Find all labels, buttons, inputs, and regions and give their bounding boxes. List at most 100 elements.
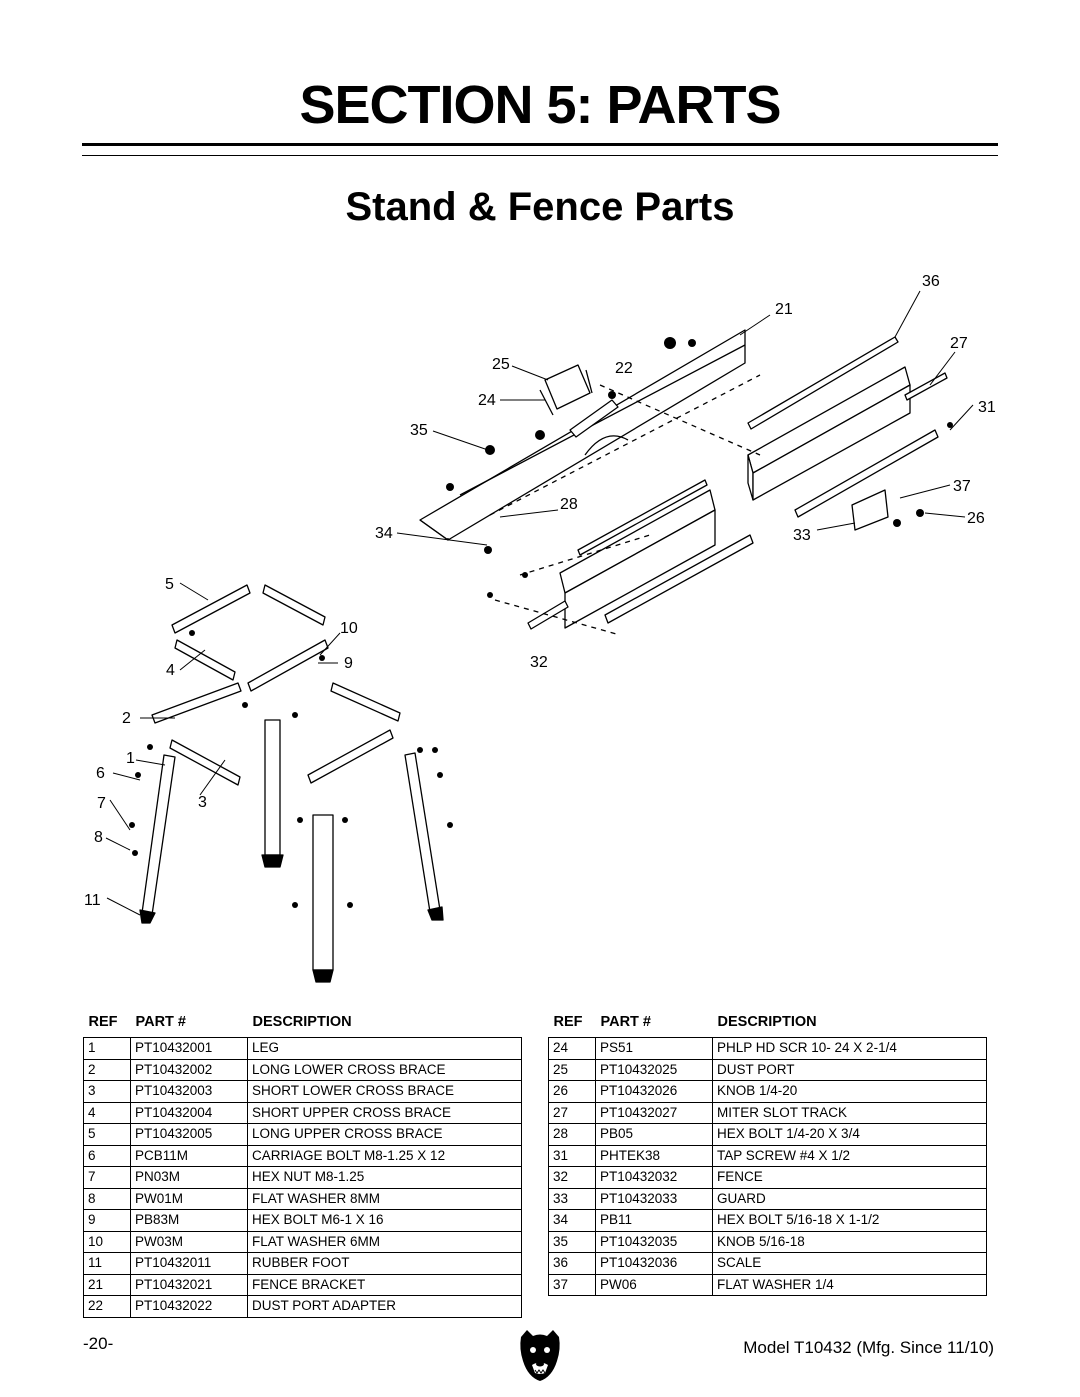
cell-part-number: PT10432022 (130, 1295, 248, 1318)
cell-part-number: PW03M (130, 1230, 248, 1253)
cell-description: LONG LOWER CROSS BRACE (247, 1058, 522, 1081)
cell-ref: 11 (83, 1252, 131, 1275)
cell-part-number: PHTEK38 (595, 1144, 713, 1167)
callout-label: 8 (94, 829, 103, 846)
cell-description: HEX BOLT 5/16-18 X 1-1/2 (712, 1209, 987, 1232)
cell-description: FLAT WASHER 8MM (247, 1187, 522, 1210)
cell-part-number: PT10432033 (595, 1187, 713, 1210)
cell-description: SHORT LOWER CROSS BRACE (247, 1080, 522, 1103)
cell-part-number: PB83M (130, 1209, 248, 1232)
col-header-description: DESCRIPTION (717, 1014, 817, 1030)
dust-port-drawing (539, 364, 593, 416)
cell-description: SCALE (712, 1252, 987, 1275)
cell-ref: 1 (83, 1037, 131, 1060)
callout-label: 35 (410, 422, 428, 439)
callout-label: 37 (953, 478, 971, 495)
cell-description: LEG (247, 1037, 522, 1060)
cell-ref: 6 (83, 1144, 131, 1167)
cell-ref: 35 (548, 1230, 596, 1253)
cell-ref: 25 (548, 1058, 596, 1081)
cell-ref: 26 (548, 1080, 596, 1103)
cell-description: CARRIAGE BOLT M8-1.25 X 12 (247, 1144, 522, 1167)
dust-port-adapter-drawing (569, 399, 619, 438)
cell-ref: 10 (83, 1230, 131, 1253)
cell-part-number: PT10432004 (130, 1101, 248, 1124)
callout-label: 28 (560, 496, 578, 513)
cell-part-number: PS51 (595, 1037, 713, 1060)
cell-ref: 37 (548, 1273, 596, 1296)
guard-drawing (851, 489, 889, 531)
page-number: -20- (83, 1334, 114, 1353)
cell-part-number: PT10432001 (130, 1037, 248, 1060)
callout-label: 11 (84, 892, 101, 909)
cell-description: RUBBER FOOT (247, 1252, 522, 1275)
cell-ref: 32 (548, 1166, 596, 1189)
cell-description: DUST PORT (712, 1058, 987, 1081)
cell-description: FLAT WASHER 1/4 (712, 1273, 987, 1296)
cell-part-number: PCB11M (130, 1144, 248, 1167)
model-info: Model T10432 (Mfg. Since 11/10) (743, 1338, 994, 1357)
cell-description: HEX BOLT 1/4-20 X 3/4 (712, 1123, 987, 1146)
parts-diagram: 3621272522243135283726343351049322167381… (84, 273, 996, 983)
callout-label: 33 (793, 527, 811, 544)
cell-ref: 36 (548, 1252, 596, 1275)
cell-ref: 22 (83, 1295, 131, 1318)
cell-ref: 31 (548, 1144, 596, 1167)
cell-description: KNOB 1/4-20 (712, 1080, 987, 1103)
cell-ref: 27 (548, 1101, 596, 1124)
cell-description: DUST PORT ADAPTER (247, 1295, 522, 1318)
cell-description: LONG UPPER CROSS BRACE (247, 1123, 522, 1146)
title-rule-thick (82, 143, 998, 146)
col-header-description: DESCRIPTION (252, 1014, 352, 1030)
cell-description: FLAT WASHER 6MM (247, 1230, 522, 1253)
cell-part-number: PT10432021 (130, 1273, 248, 1296)
callout-label: 10 (340, 620, 358, 637)
back-fence-drawing (747, 366, 948, 518)
scale-drawing (747, 336, 899, 430)
col-header-ref: REF (88, 1014, 118, 1030)
callout-label: 31 (978, 399, 996, 416)
cell-ref: 5 (83, 1123, 131, 1146)
cell-part-number: PT10432011 (130, 1252, 248, 1275)
cell-part-number: PW06 (595, 1273, 713, 1296)
cell-description: TAP SCREW #4 X 1/2 (712, 1144, 987, 1167)
cell-ref: 7 (83, 1166, 131, 1189)
cell-part-number: PT10432026 (595, 1080, 713, 1103)
cell-ref: 8 (83, 1187, 131, 1210)
fence-bracket-drawing (419, 329, 746, 541)
callout-label: 21 (775, 301, 793, 318)
callout-label: 25 (492, 356, 510, 373)
cell-part-number: PT10432002 (130, 1058, 248, 1081)
callout-label: 27 (950, 335, 968, 352)
cell-part-number: PT10432027 (595, 1101, 713, 1124)
cell-description: HEX NUT M8-1.25 (247, 1166, 522, 1189)
cell-ref: 28 (548, 1123, 596, 1146)
stand-drawing (139, 584, 444, 983)
callout-label: 4 (166, 662, 175, 679)
callout-label: 7 (97, 795, 106, 812)
cell-ref: 3 (83, 1080, 131, 1103)
callout-label: 2 (122, 710, 131, 727)
